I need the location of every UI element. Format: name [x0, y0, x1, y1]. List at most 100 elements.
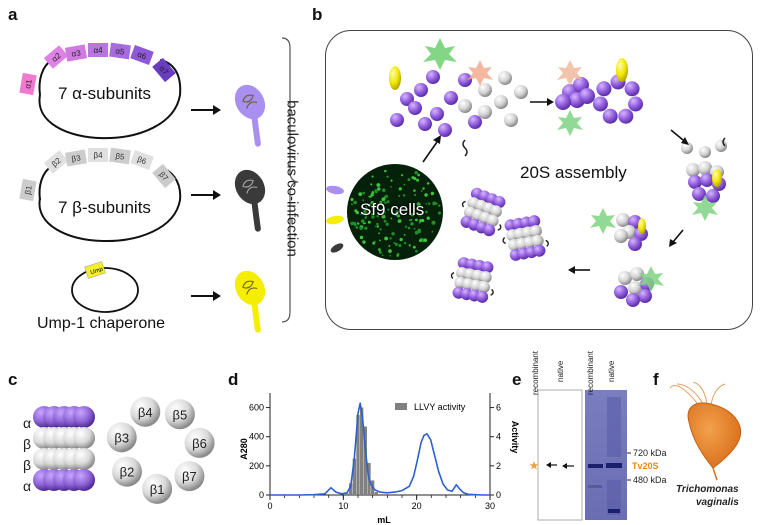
marker-720-label: 720 kDa	[633, 448, 667, 458]
y2-tick-label: 2	[496, 461, 501, 471]
alpha-subunit-sphere	[438, 123, 452, 137]
alpha-gene-6: α6	[130, 45, 154, 65]
panel-b-frame	[325, 30, 753, 330]
ring-label-4: α	[23, 478, 32, 494]
alpha-subunit-sphere	[458, 73, 472, 87]
activity-bar	[352, 458, 356, 495]
beta-ring-label: β7	[182, 469, 197, 484]
alpha-subunit-sphere	[426, 70, 440, 84]
alpha-gene-3: α3	[64, 44, 88, 62]
alpha-subunit-sphere	[430, 107, 444, 121]
beta-gene-2: β2	[43, 150, 69, 174]
x-tick-label: 30	[485, 501, 495, 511]
proteasome-stack	[33, 406, 95, 491]
beta-subunit-sphere	[514, 85, 528, 99]
panel-c-diagram: β4 β5 β6 β7 β1 β2 β3	[33, 396, 215, 504]
y2-axis-label: Activity	[510, 421, 520, 454]
assembled-proteasome	[502, 215, 549, 261]
gel-label-native-2: native	[607, 360, 616, 382]
beta-subunit-sphere	[504, 113, 518, 127]
legend-label: LLVY activity	[414, 402, 466, 412]
alpha-ring-bead	[73, 469, 95, 491]
trichomonas-cell	[669, 382, 742, 481]
beta-subunit-sphere	[498, 71, 512, 85]
beta-ring-label: β3	[114, 430, 129, 445]
svg-text:α4: α4	[93, 46, 103, 55]
ump-plasmid: Ump	[71, 261, 139, 313]
alpha-subunit-sphere	[468, 115, 482, 129]
assembled-proteasome	[450, 257, 494, 303]
virus-beta-icon	[234, 169, 266, 232]
beta-subunit-sphere	[458, 99, 472, 113]
beta-ring-subunit: β3	[106, 422, 137, 453]
x-tick-label: 0	[267, 501, 272, 511]
activity-bar	[360, 407, 364, 495]
beta-ring-label: β6	[192, 436, 207, 451]
coinfection-label: baculovirus co-infection	[283, 100, 301, 257]
arrow-alpha	[191, 105, 221, 115]
panel-letter-b: b	[312, 5, 323, 24]
assembly-label: 20S assembly	[520, 163, 627, 182]
beta-ring-subunit: β2	[112, 456, 143, 487]
beta-ring-bead	[73, 427, 95, 449]
ump1-chaperone	[389, 66, 401, 90]
alpha-subunit-sphere	[408, 101, 422, 115]
panel-letter-f: f	[653, 370, 659, 389]
panel-letter-c: c	[8, 370, 18, 389]
activity-bar	[363, 426, 367, 495]
y2-tick-label: 0	[496, 490, 501, 500]
beta-gene-4: β4	[88, 148, 108, 162]
panel-b-diagram	[326, 38, 727, 307]
panel-e-gel	[530, 389, 631, 521]
beta-ring-label: β5	[173, 407, 188, 422]
beta-subunit-sphere	[478, 105, 492, 119]
y2-tick-label: 4	[496, 432, 501, 442]
coinfection-bracket	[281, 37, 300, 323]
assembled-proteasome	[460, 187, 506, 237]
beta-ring-subunit: β6	[184, 427, 215, 458]
beta-gene-6: β6	[130, 150, 154, 170]
beta-gene-1: β1	[19, 178, 37, 202]
activity-bar	[345, 493, 349, 495]
svg-text:α1: α1	[23, 78, 34, 89]
alpha-subunit-sphere	[400, 92, 414, 106]
ring-label-3: β	[23, 457, 32, 473]
beta-ring-subunit: β7	[174, 461, 205, 492]
y-tick-label: 600	[249, 403, 264, 413]
y-axis-label: A280	[239, 438, 249, 460]
beta-ring-label: β4	[138, 405, 153, 420]
star-marker-icon	[530, 461, 539, 470]
beta-subunit-sphere	[478, 83, 492, 97]
svg-text:Ump: Ump	[90, 266, 105, 276]
beta-ring-label: β2	[120, 465, 135, 480]
alpha-gene-5: α5	[109, 42, 131, 60]
gel-label-native-1: native	[556, 360, 565, 382]
svg-text:β6: β6	[136, 155, 148, 167]
beta-gene-7: β7	[152, 163, 176, 189]
x-axis-label: mL	[377, 515, 391, 525]
alpha-subunit-sphere	[414, 83, 428, 97]
panel-letter-a: a	[8, 5, 18, 24]
arrow-beta	[191, 190, 221, 200]
alpha-subunit-sphere	[390, 113, 404, 127]
ump-plasmid-label: Ump-1 chaperone	[37, 315, 166, 332]
x-tick-label: 10	[338, 501, 348, 511]
virus-alpha-icon	[234, 84, 266, 147]
beta-ring-label: β1	[150, 482, 165, 497]
ring-label-2: β	[23, 436, 32, 452]
beta-ring: β4 β5 β6 β7 β1 β2 β3	[106, 396, 215, 504]
organism-name-line2: vaginalis	[696, 497, 739, 508]
activity-bar	[349, 483, 353, 495]
svg-text:β4: β4	[93, 151, 103, 160]
beta-plasmid-label: 7 β-subunits	[58, 198, 151, 217]
gel-label-recombinant-1: recombinant	[531, 350, 540, 395]
alpha-gene-2: α2	[43, 45, 69, 69]
sf9-cells-label: Sf9 cells	[360, 200, 425, 219]
sf9-cell-circle	[347, 164, 443, 260]
y-tick-label: 0	[259, 490, 264, 500]
y2-tick-label: 6	[496, 403, 501, 413]
gel-label-recombinant-2: recombinant	[586, 350, 595, 395]
